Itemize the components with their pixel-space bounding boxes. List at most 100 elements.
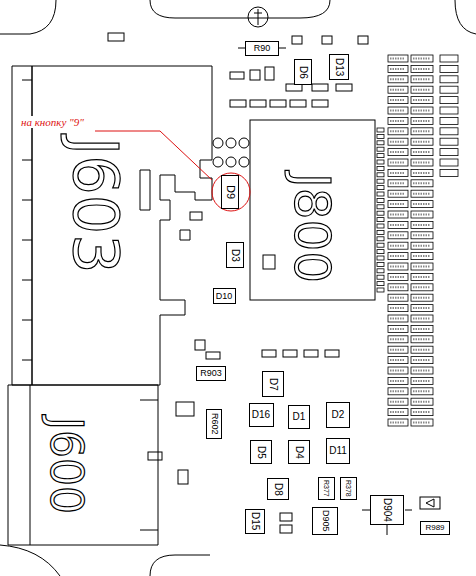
component-footprint: D7 <box>262 371 284 397</box>
part-designator: D11 <box>329 446 347 456</box>
pad-marking <box>413 224 430 226</box>
component-footprint: D2 <box>326 402 350 428</box>
ic-pad <box>377 160 384 164</box>
ic-outline <box>250 120 375 300</box>
part-designator-large: J800 <box>287 173 337 283</box>
pad-marking <box>413 110 430 112</box>
ic-pad <box>377 198 384 202</box>
ic-pad <box>377 256 384 260</box>
test-pad <box>411 117 433 124</box>
pad-marking <box>413 99 430 101</box>
smd-pad <box>270 100 286 107</box>
smd-pad <box>262 350 276 357</box>
component-footprint: D905 <box>312 507 338 535</box>
test-pad <box>411 367 433 374</box>
test-pad <box>388 336 408 343</box>
pad-marking <box>390 110 405 112</box>
smd-pad <box>280 525 292 533</box>
connector-designator-area: J600 <box>40 413 92 518</box>
test-pad <box>411 325 433 332</box>
part-designator: D3 <box>230 249 240 262</box>
smd-pad <box>336 84 352 91</box>
part-designator: D905 <box>321 510 330 532</box>
ic-pad <box>377 282 384 286</box>
pad-marking <box>413 245 430 247</box>
pad-marking <box>390 58 405 60</box>
pad-marking <box>390 120 405 122</box>
pad-marking <box>390 193 405 195</box>
test-pad <box>388 201 408 208</box>
ic-pad <box>377 224 384 228</box>
ic-pad <box>377 134 384 138</box>
test-pad <box>411 107 433 114</box>
capacitor-symbol <box>226 138 236 148</box>
test-pad <box>411 398 433 405</box>
capacitor-symbol <box>239 138 249 148</box>
part-designator: D1 <box>293 412 306 422</box>
pad-marking <box>413 130 430 132</box>
part-designator: D15 <box>250 512 260 530</box>
test-pad <box>411 76 433 83</box>
test-pad <box>388 242 408 249</box>
smd-pad <box>178 470 188 484</box>
test-pad <box>411 263 433 270</box>
smd-pad <box>304 350 318 357</box>
smd-pad <box>283 350 297 357</box>
pad-marking <box>413 266 430 268</box>
pad-marking <box>390 380 405 382</box>
part-designator: R602 <box>210 413 219 435</box>
test-pad <box>388 294 408 301</box>
board-edge <box>0 0 56 34</box>
test-pad <box>440 128 458 135</box>
capacitor-symbol <box>213 138 223 148</box>
component-footprint: R989 <box>420 521 450 535</box>
test-pad <box>440 149 458 156</box>
ic-pad <box>377 243 384 247</box>
test-pad <box>388 138 408 145</box>
ic-pad <box>377 269 384 273</box>
test-pad <box>411 138 433 145</box>
pad-marking <box>390 172 405 174</box>
pad-marking <box>413 141 430 143</box>
ic-pad <box>377 288 384 292</box>
ic-pad <box>377 237 384 241</box>
smd-pad <box>312 84 328 91</box>
test-pad <box>411 419 433 426</box>
test-pad <box>388 169 408 176</box>
part-designator: R90 <box>254 44 271 53</box>
test-pad <box>411 388 433 395</box>
test-pad <box>440 107 458 114</box>
test-pad <box>388 346 408 353</box>
ic-pad <box>377 211 384 215</box>
test-pad <box>411 273 433 280</box>
pad-marking <box>390 401 405 403</box>
component-footprint: D11 <box>326 438 350 464</box>
test-pad <box>388 398 408 405</box>
pad-marking <box>413 422 430 424</box>
capacitor-symbol <box>213 157 223 167</box>
pad-marking <box>413 58 430 60</box>
pad-marking <box>390 297 405 299</box>
smd-pad <box>230 100 246 107</box>
component-footprint: R602 <box>206 409 222 439</box>
smd-pad <box>290 100 306 107</box>
test-pad <box>388 107 408 114</box>
component-footprint: D904 <box>370 495 404 525</box>
part-designator: D9 <box>225 185 236 199</box>
pad-marking <box>413 380 430 382</box>
test-pad <box>440 76 458 83</box>
test-pad <box>388 180 408 187</box>
ic-pad <box>377 230 384 234</box>
pad-marking <box>390 162 405 164</box>
test-pad <box>440 97 458 104</box>
part-designator: D16 <box>252 410 270 420</box>
component-footprint: D15 <box>245 509 265 534</box>
smd-pad <box>312 100 328 107</box>
pad-marking <box>390 141 405 143</box>
test-pad <box>388 76 408 83</box>
pad-marking <box>390 99 405 101</box>
test-pad <box>388 263 408 270</box>
test-pad <box>440 55 458 62</box>
pad-marking <box>413 162 430 164</box>
test-pad <box>388 55 408 62</box>
